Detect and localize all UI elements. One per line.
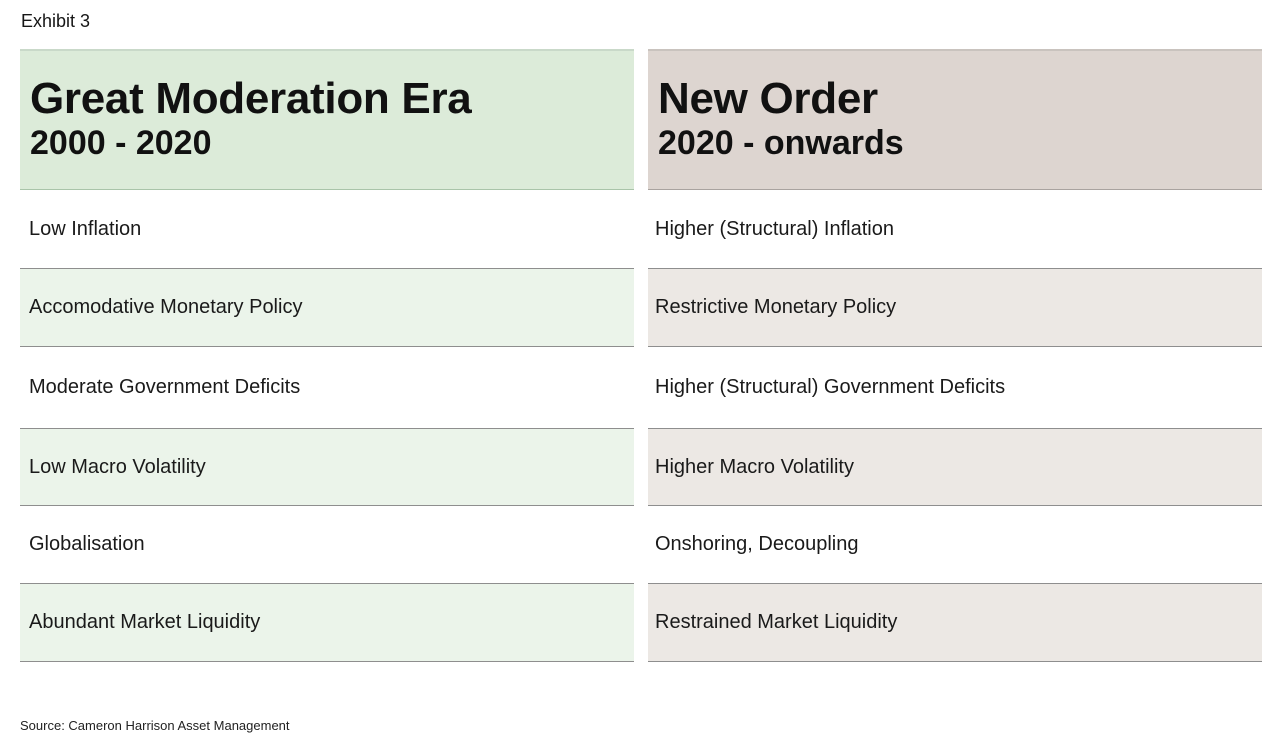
left-row-government-deficits: Moderate Government Deficits — [20, 347, 634, 429]
right-row-market-liquidity: Restrained Market Liquidity — [648, 584, 1262, 662]
exhibit-label: Exhibit 3 — [21, 11, 91, 31]
right-row-monetary-policy: Restrictive Monetary Policy — [648, 269, 1262, 347]
new-order-column: New Order 2020 - onwards Higher (Structu… — [648, 49, 1262, 662]
new-order-title: New Order — [658, 74, 878, 123]
left-row-market-liquidity: Abundant Market Liquidity — [20, 584, 634, 662]
right-row-onshoring: Onshoring, Decoupling — [648, 506, 1262, 584]
great-moderation-title: Great Moderation Era — [30, 74, 472, 123]
right-row-macro-volatility: Higher Macro Volatility — [648, 429, 1262, 506]
great-moderation-column: Great Moderation Era 2000 - 2020 Low Inf… — [20, 49, 634, 662]
right-row-inflation: Higher (Structural) Inflation — [648, 190, 1262, 269]
source-note: Source: Cameron Harrison Asset Managemen… — [20, 718, 290, 733]
great-moderation-period: 2000 - 2020 — [30, 124, 212, 162]
great-moderation-header: Great Moderation Era 2000 - 2020 — [20, 49, 634, 190]
left-row-monetary-policy: Accomodative Monetary Policy — [20, 269, 634, 347]
new-order-period: 2020 - onwards — [658, 124, 904, 162]
left-row-globalisation: Globalisation — [20, 506, 634, 584]
left-row-inflation: Low Inflation — [20, 190, 634, 269]
right-row-government-deficits: Higher (Structural) Government Deficits — [648, 347, 1262, 429]
new-order-header: New Order 2020 - onwards — [648, 49, 1262, 190]
left-row-macro-volatility: Low Macro Volatility — [20, 429, 634, 506]
